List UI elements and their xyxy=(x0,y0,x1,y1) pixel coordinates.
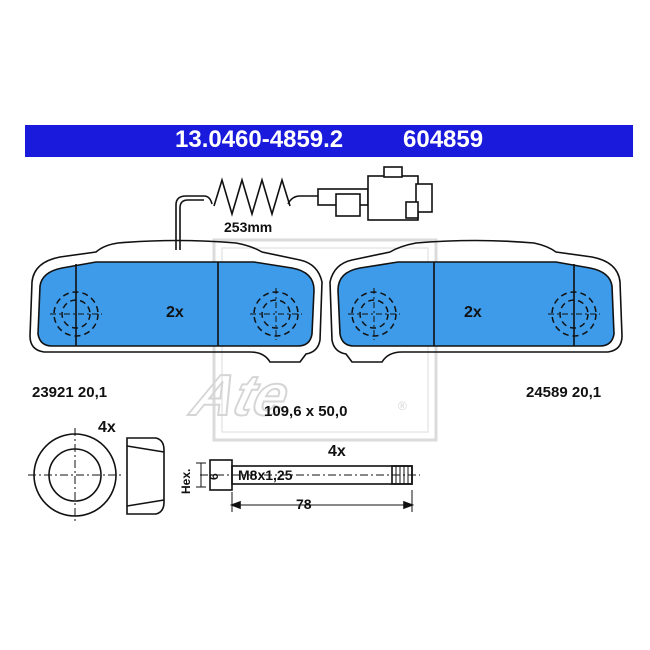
bolt-quantity: 4x xyxy=(328,443,346,460)
part-number: 13.0460-4859.2 xyxy=(175,126,344,153)
right-pad-friction-material xyxy=(337,261,615,347)
ate-watermark-logo: Ate ® xyxy=(182,238,438,442)
hex-size: 6 xyxy=(207,473,221,480)
left-pad-quantity: 2x xyxy=(166,304,184,321)
reference-number: 604859 xyxy=(403,126,484,153)
left-pad-friction-material xyxy=(37,261,315,347)
wear-sensor xyxy=(175,166,433,250)
watermark-text: Ate xyxy=(183,363,296,428)
watermark-registered-mark: ® xyxy=(398,399,407,413)
bolt-thread-label: M8x1,25 xyxy=(238,467,293,483)
guide-bolt xyxy=(196,459,420,512)
pad-dimensions: 109,6 x 50,0 xyxy=(264,403,347,420)
part-number-bar: 13.0460-4859.2 604859 xyxy=(25,125,633,157)
right-brake-pad xyxy=(329,239,623,363)
hex-label: Hex. xyxy=(179,469,193,494)
sleeve-quantity: 4x xyxy=(98,419,116,436)
bolt-length: 78 xyxy=(296,496,312,512)
cable-length-label: 253mm xyxy=(224,219,272,235)
right-pad-code: 24589 20,1 xyxy=(526,384,601,401)
right-pad-quantity: 2x xyxy=(464,304,482,321)
left-pad-code: 23921 20,1 xyxy=(32,384,107,401)
guide-sleeve-front-view xyxy=(28,428,122,522)
guide-sleeve-side-view xyxy=(126,437,165,515)
left-brake-pad xyxy=(29,239,323,363)
